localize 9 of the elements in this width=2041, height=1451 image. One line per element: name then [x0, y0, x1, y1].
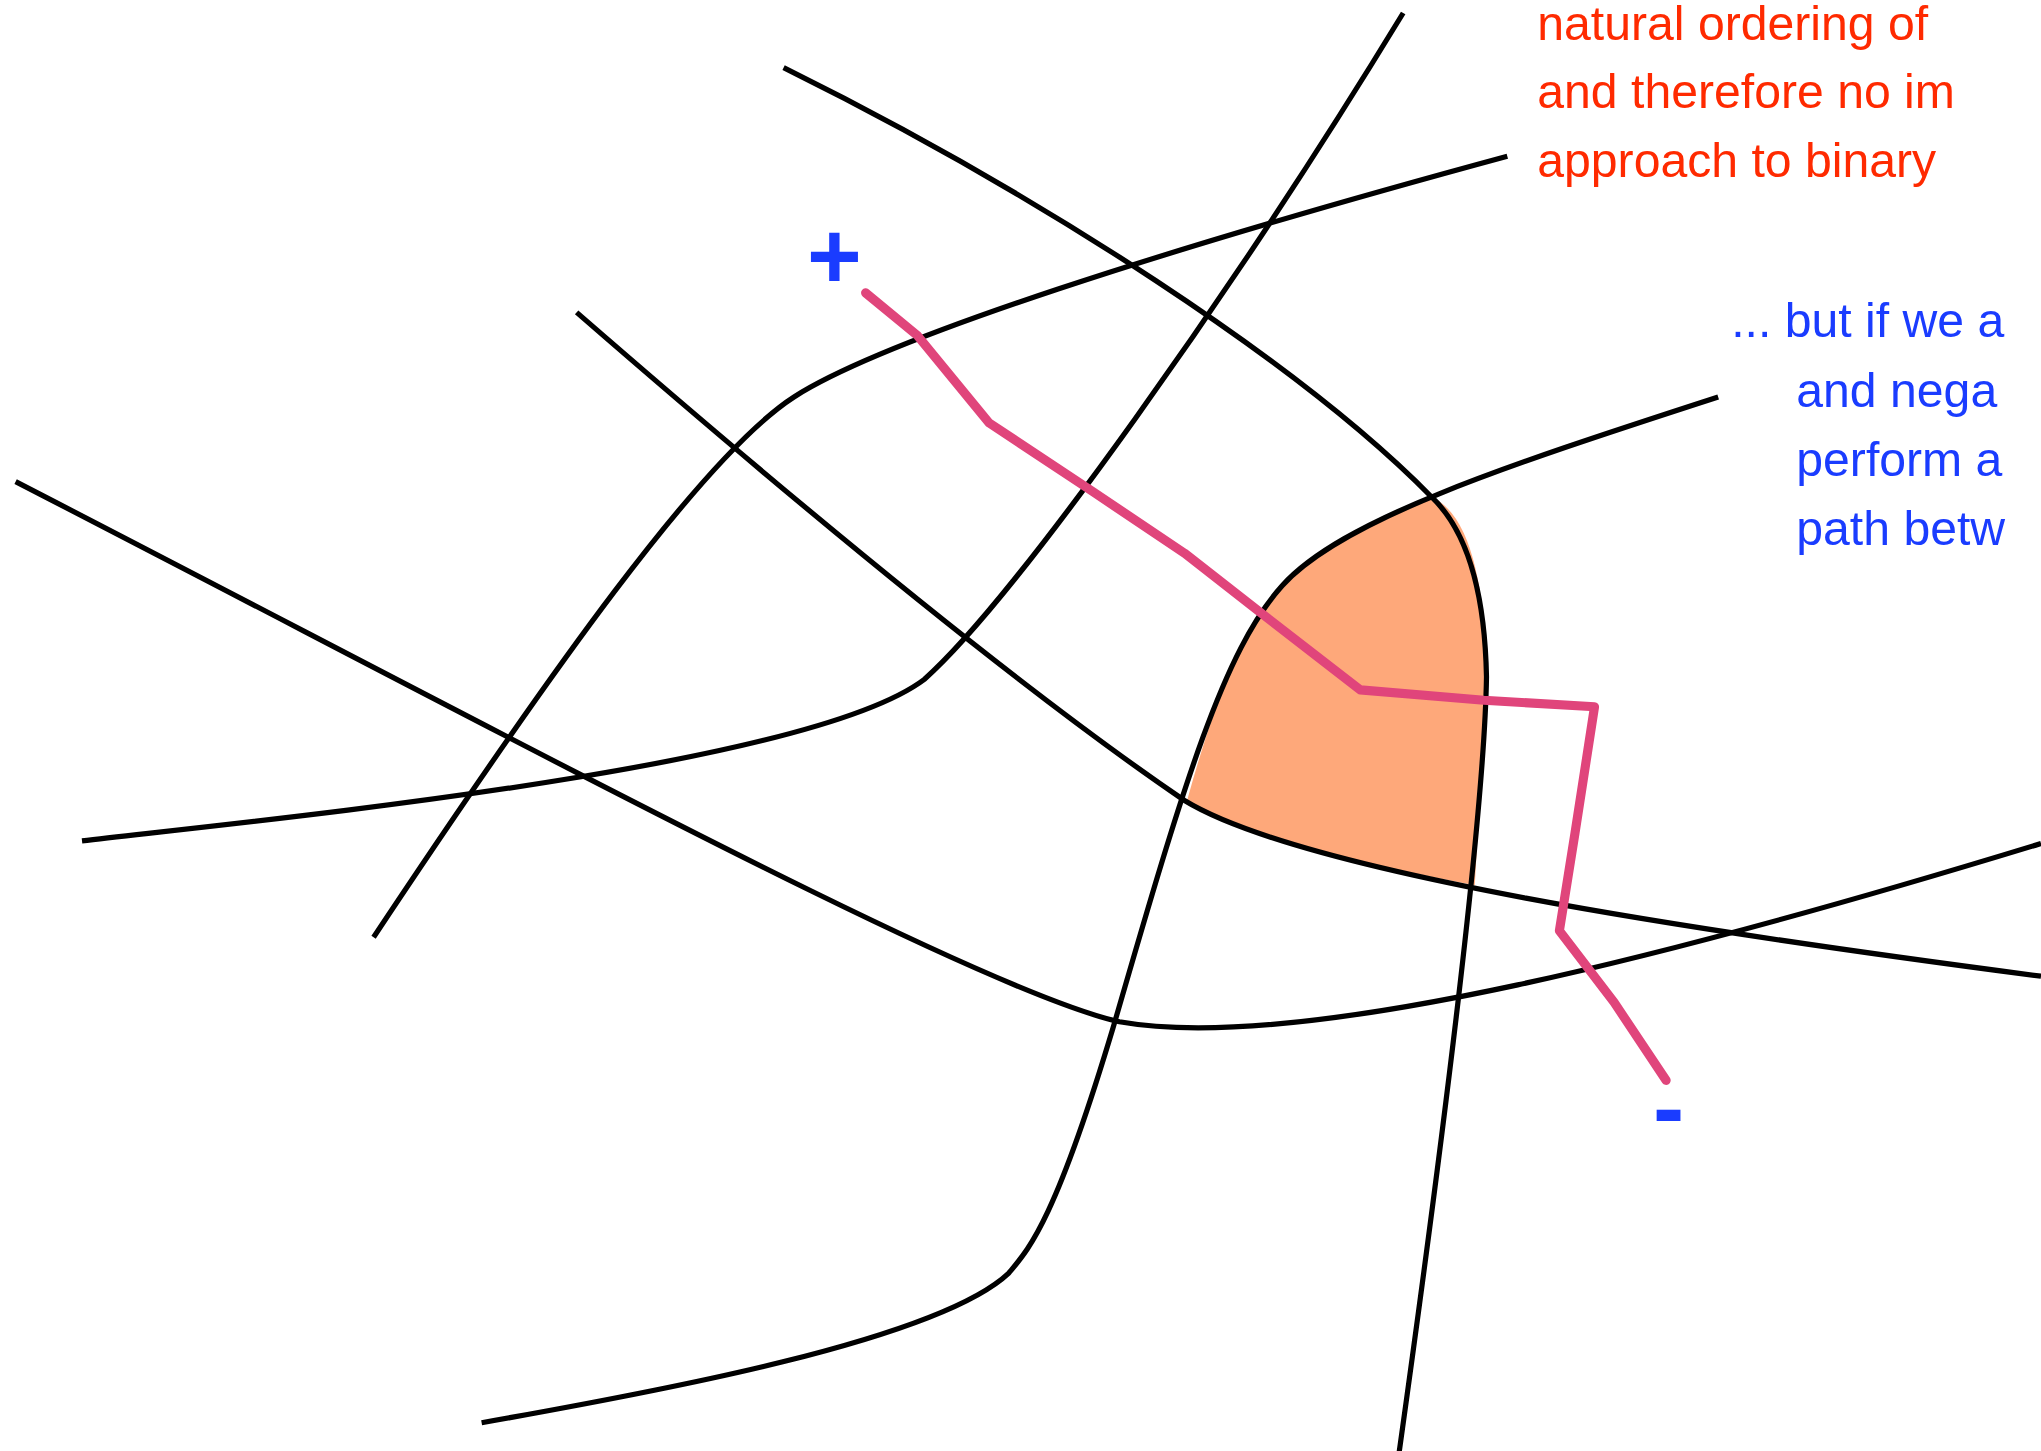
minus-sign: - — [1653, 1060, 1685, 1155]
note-text: approach to binary — [1537, 136, 1937, 185]
note-text: path betw — [1796, 505, 2006, 554]
note-text: ... but if we a — [1731, 296, 2005, 345]
note-text: and nega — [1796, 367, 1998, 416]
note-text: perform a — [1796, 436, 2003, 485]
note-text: and therefore no im — [1537, 67, 1955, 116]
plus-sign: + — [807, 208, 862, 302]
note-text: natural ordering of — [1537, 0, 1929, 49]
